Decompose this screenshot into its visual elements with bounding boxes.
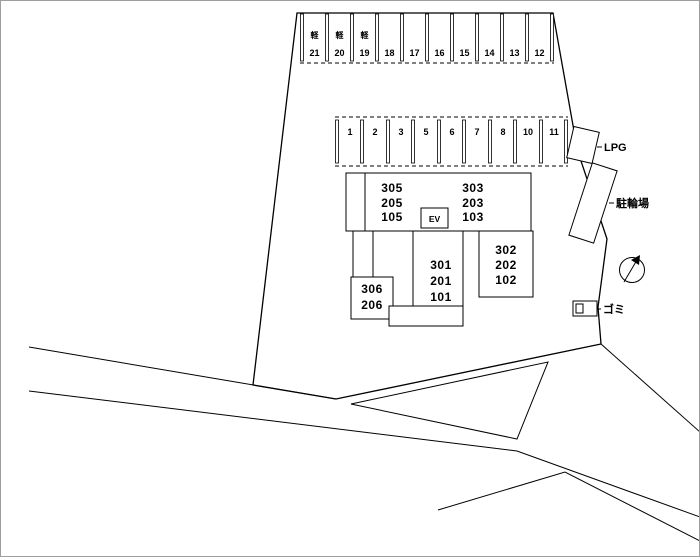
lpg-label: LPG [604,142,627,154]
stall-number: 19 [359,48,369,58]
building-west-wing [350,276,394,320]
building-footprint: EV 305 205 105 303 203 103 302 202 102 3… [345,172,534,327]
stall-number: 8 [500,127,505,137]
roads [28,343,699,542]
road-edge-left-top [28,346,337,400]
stall-divider [360,119,364,164]
unit-number: 101 [430,290,452,304]
unit-number: 302 [495,243,517,257]
unit-number: 102 [495,273,517,287]
north-arrow-icon [619,255,645,283]
garbage-label: ゴミ [603,302,625,316]
stall-number: 17 [409,48,419,58]
stall-divider [488,119,492,164]
stall-divider [386,119,390,164]
unit-number: 305 [381,181,403,195]
compass-arrowhead [631,255,640,265]
stall-number: 15 [459,48,469,58]
unit-number: 301 [430,258,452,272]
stall-divider [462,119,466,164]
stall-divider [475,13,479,62]
bicycle-parking-box [568,162,618,244]
unit-number: 201 [430,274,452,288]
lpg-box [566,125,600,165]
unit-number: 206 [361,298,383,312]
stall-number: 3 [398,127,403,137]
stall-number: 2 [372,127,377,137]
stall-divider [350,13,354,62]
stall-divider [411,119,415,164]
parking-row-middle: 1 2 3 5 6 7 8 10 11 [335,116,568,167]
elevator-box [420,207,449,229]
road-edge-bottom [28,390,699,518]
stall-number: 10 [523,127,533,137]
stall-divider [550,13,554,62]
traffic-island [350,361,549,440]
garbage-box-inner [575,303,584,314]
kei-tag: 軽 [361,30,370,40]
building-entrance [388,305,464,327]
kei-tag: 軽 [336,30,345,40]
facilities: LPG 駐輪場 ゴミ [566,125,649,317]
stall-number: 21 [309,48,319,58]
unit-number: 205 [381,196,403,210]
building-center-wing [412,230,464,307]
parking-row-top: 軽 軽 軽 21 20 19 18 17 16 15 14 13 12 [300,13,554,64]
unit-number: 105 [381,210,403,224]
road-edge-right-top [600,343,699,432]
stall-divider [513,119,517,164]
stall-divider [437,119,441,164]
unit-number: 306 [361,282,383,296]
stall-number: 7 [474,127,479,137]
stall-divider [539,119,543,164]
kei-tag: 軽 [311,30,320,40]
stall-number: 6 [449,127,454,137]
bicycle-parking-label: 駐輪場 [616,196,649,210]
stall-divider [564,119,568,164]
stall-number: 5 [423,127,428,137]
stall-divider [525,13,529,62]
stall-number: 13 [509,48,519,58]
stall-divider [375,13,379,62]
unit-number: 103 [462,210,484,224]
road-edge-far [437,471,699,542]
stall-divider [325,13,329,62]
elevator-label: EV [429,214,441,224]
stall-number: 12 [534,48,544,58]
stall-divider [500,13,504,62]
stall-number: 14 [484,48,494,58]
building-stair-column [352,230,374,278]
stall-number: 20 [334,48,344,58]
compass-circle [619,257,645,283]
stall-divider [300,13,304,62]
stall-number: 16 [434,48,444,58]
stall-number: 1 [347,127,352,137]
unit-number: 303 [462,181,484,195]
stall-divider [425,13,429,62]
stall-divider [335,119,339,164]
stall-number: 18 [384,48,394,58]
stall-number: 11 [549,127,559,137]
unit-number: 202 [495,258,517,272]
building-east-wing [478,230,534,298]
stall-divider [400,13,404,62]
stall-divider [450,13,454,62]
unit-number: 203 [462,196,484,210]
compass-needle [623,259,638,283]
